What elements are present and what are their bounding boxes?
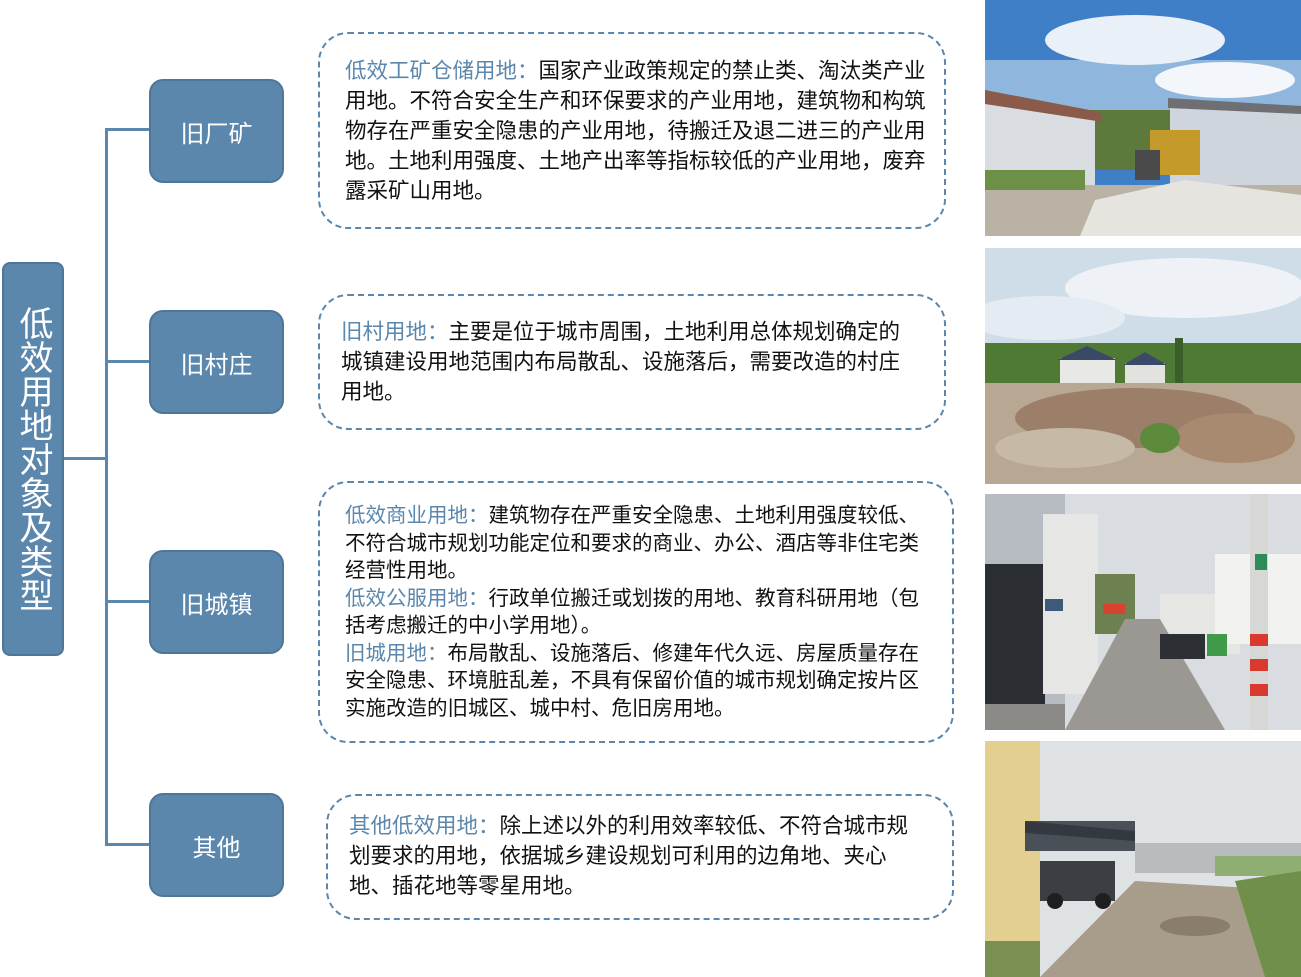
- term-label: 低效工矿仓储用地：: [345, 59, 539, 84]
- connector-root: [64, 457, 108, 460]
- term-label: 旧城用地：: [345, 640, 448, 665]
- category-node-old-factory: 旧厂矿: [149, 79, 284, 183]
- description-text: 主要是位于城市周围，土地利用总体规划确定的城镇建设用地范围内布局散乱、设施落后，…: [341, 320, 901, 405]
- old-village-rubble-photo: [985, 248, 1301, 484]
- description-box-old-village: [318, 294, 946, 430]
- description-box-other: [326, 794, 954, 920]
- category-label: 旧厂矿: [180, 119, 253, 148]
- term-label: 其他低效用地：: [349, 814, 500, 839]
- description-other: 其他低效用地：除上述以外的利用效率较低、不符合城市规划要求的用地，依据城乡建设规…: [349, 812, 929, 902]
- description-old-city: 旧城用地：布局散乱、设施落后、修建年代久远、房屋质量存在安全隐患、环境脏乱差，不…: [345, 640, 921, 723]
- term-label: 低效公服用地：: [345, 585, 489, 610]
- root-label: 低效用地对象及类型: [13, 306, 53, 612]
- connector-1: [105, 128, 150, 131]
- term-label: 旧村用地：: [341, 320, 449, 345]
- category-label: 旧城镇: [180, 590, 253, 619]
- description-text: 布局散乱、设施落后、修建年代久远、房屋质量存在安全隐患、环境脏乱差，不具有保留价…: [345, 640, 919, 720]
- description-text: 除上述以外的利用效率较低、不符合城市规划要求的用地，依据城乡建设规划可利用的边角…: [349, 814, 909, 899]
- connector-4: [105, 843, 150, 846]
- category-node-other: 其他: [149, 793, 284, 897]
- category-label: 旧村庄: [180, 350, 253, 379]
- category-node-old-town: 旧城镇: [149, 550, 284, 654]
- category-node-old-village: 旧村庄: [149, 310, 284, 414]
- connector-2: [105, 360, 150, 363]
- connector-trunk: [105, 128, 108, 846]
- old-factory-photo: [985, 0, 1301, 236]
- vacant-lot-photo: [985, 741, 1301, 977]
- old-town-street-photo: [985, 494, 1301, 730]
- root-node: 低效用地对象及类型: [2, 262, 64, 656]
- description-box-old-town: [318, 481, 954, 743]
- description-box-old-factory: [318, 32, 946, 229]
- description-old-factory: 低效工矿仓储用地：国家产业政策规定的禁止类、淘汰类产业用地。不符合安全生产和环保…: [345, 57, 927, 207]
- description-old-town: 低效商业用地：建筑物存在严重安全隐患、土地利用强度较低、不符合城市规划功能定位和…: [345, 502, 921, 722]
- connector-3: [105, 600, 150, 603]
- description-text: 建筑物存在严重安全隐患、土地利用强度较低、不符合城市规划功能定位和要求的商业、办…: [345, 503, 919, 582]
- description-text: 行政单位搬迁或划拨的用地、教育科研用地（包括考虑搬迁的中小学用地）。: [345, 585, 919, 638]
- description-text: 国家产业政策规定的禁止类、淘汰类产业用地。不符合安全生产和环保要求的产业用地，建…: [345, 59, 926, 204]
- description-commercial: 低效商业用地：建筑物存在严重安全隐患、土地利用强度较低、不符合城市规划功能定位和…: [345, 502, 921, 585]
- category-label: 其他: [192, 833, 241, 862]
- term-label: 低效商业用地：: [345, 503, 489, 527]
- description-old-village: 旧村用地：主要是位于城市周围，土地利用总体规划确定的城镇建设用地范围内布局散乱、…: [341, 318, 921, 408]
- description-public-service: 低效公服用地：行政单位搬迁或划拨的用地、教育科研用地（包括考虑搬迁的中小学用地）…: [345, 585, 921, 640]
